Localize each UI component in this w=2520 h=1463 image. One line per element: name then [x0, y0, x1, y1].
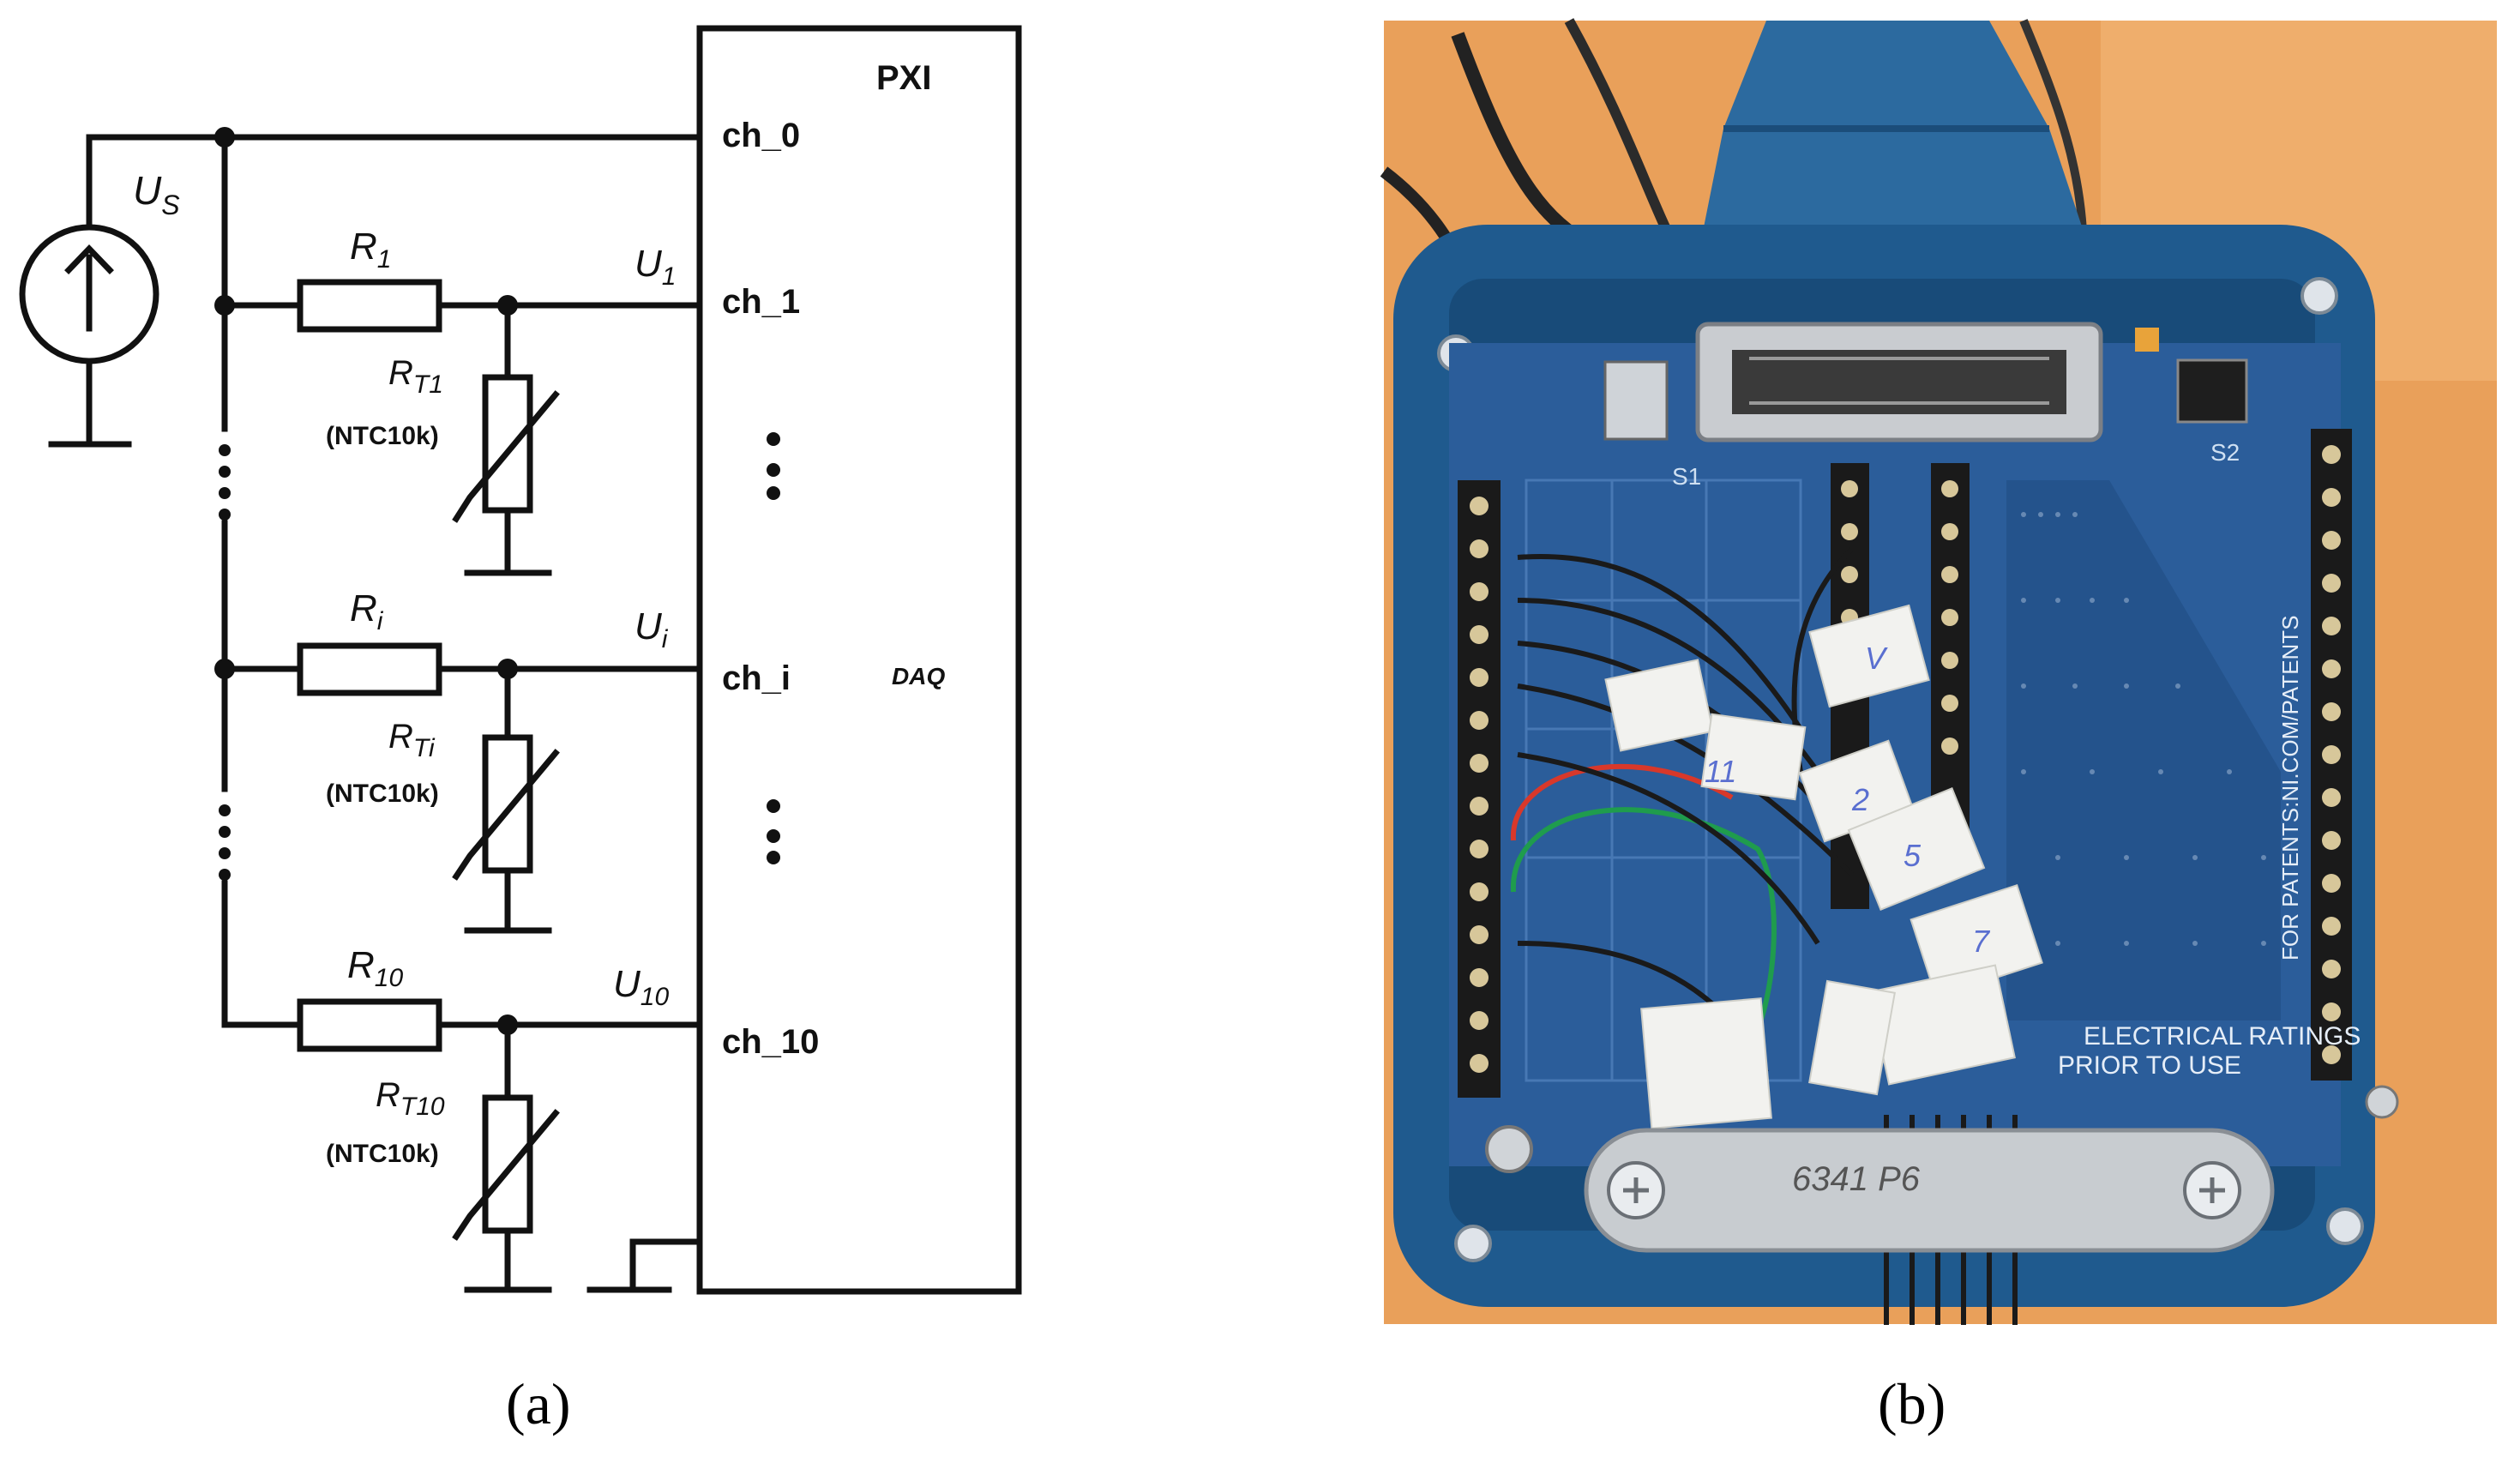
wire-label-tapes	[1604, 604, 2043, 1129]
circuit-schematic: PXI DAQ ch_0 ch_1 ch_i ch_10 US	[19, 25, 1022, 1436]
channel-label-ch10: ch_10	[722, 1023, 819, 1061]
ntc-label-i: (NTC10k)	[326, 780, 439, 808]
r10-label: R10	[347, 944, 403, 992]
pxi-label: PXI	[876, 59, 931, 97]
tag-mark-4: 2	[1851, 782, 1869, 817]
terminal-strip-right	[2311, 429, 2352, 1081]
ellipsis-dots-bus	[219, 444, 231, 881]
terminal-strip-left	[1458, 480, 1501, 1098]
ellipsis-dots-box	[767, 432, 780, 864]
pxi-daq-box	[696, 25, 1022, 1295]
ntc-label-10: (NTC10k)	[326, 1140, 439, 1168]
switch-s2	[2176, 358, 2248, 424]
s1-label: S1	[1672, 463, 1701, 490]
thermistor-rt10	[482, 1094, 533, 1234]
resistor-ri	[297, 642, 442, 696]
resistor-r10	[297, 998, 442, 1052]
r1-label: R1	[350, 226, 391, 274]
s2-label: S2	[2210, 439, 2240, 466]
voltage-source	[19, 134, 159, 448]
branch-10: R10 U10 RT10 (NTC10k)	[221, 944, 703, 1293]
plate-text: 6341 P6	[1792, 1160, 1921, 1198]
strain-relief-plate	[1584, 1128, 2275, 1253]
daq-ground	[586, 1238, 703, 1293]
branch-1: R1 U1 RT1 (NTC10k)	[214, 226, 703, 576]
tag-mark-5: 7	[1972, 924, 1991, 959]
board-text-prior: PRIOR TO USE	[2058, 1051, 2241, 1080]
resistor-r1	[297, 279, 442, 333]
rt10-label: RT10	[376, 1076, 445, 1121]
daq-label: DAQ	[892, 663, 945, 689]
photo-daq-connector-box: S1 S2	[1380, 18, 2497, 1436]
rti-label: RTi	[388, 718, 436, 762]
ntc-label-1: (NTC10k)	[326, 422, 439, 450]
ri-label: Ri	[350, 587, 384, 635]
ui-label: Ui	[635, 605, 669, 653]
thermistor-rt1	[482, 374, 533, 514]
source-label: US	[133, 168, 180, 220]
board-text-ratings: ELECTRICAL RATINGS	[2084, 1022, 2361, 1051]
prototyping-area	[2006, 480, 2281, 1020]
channel-label-chi: ch_i	[722, 659, 791, 697]
channel-label-ch0: ch_0	[722, 117, 800, 154]
cable-connector	[1698, 21, 2092, 257]
rt1-label: RT1	[388, 354, 443, 399]
board-side-text: FOR PATENTS:NI.COM/PATENTS	[2277, 615, 2303, 960]
u10-label: U10	[613, 963, 669, 1011]
tag-mark-1: 11	[1705, 754, 1736, 789]
tag-mark-2: V	[1865, 641, 1888, 676]
channel-label-ch1: ch_1	[722, 283, 800, 321]
branch-i: Ri Ui RTi (NTC10k)	[214, 587, 703, 934]
tag-mark-3: 5	[1904, 838, 1922, 873]
u1-label: U1	[635, 243, 676, 291]
thermistor-rti	[482, 734, 533, 874]
caption-a: (a)	[506, 1371, 570, 1436]
switch-s1	[1603, 360, 1669, 441]
caption-b: (b)	[1878, 1371, 1946, 1436]
